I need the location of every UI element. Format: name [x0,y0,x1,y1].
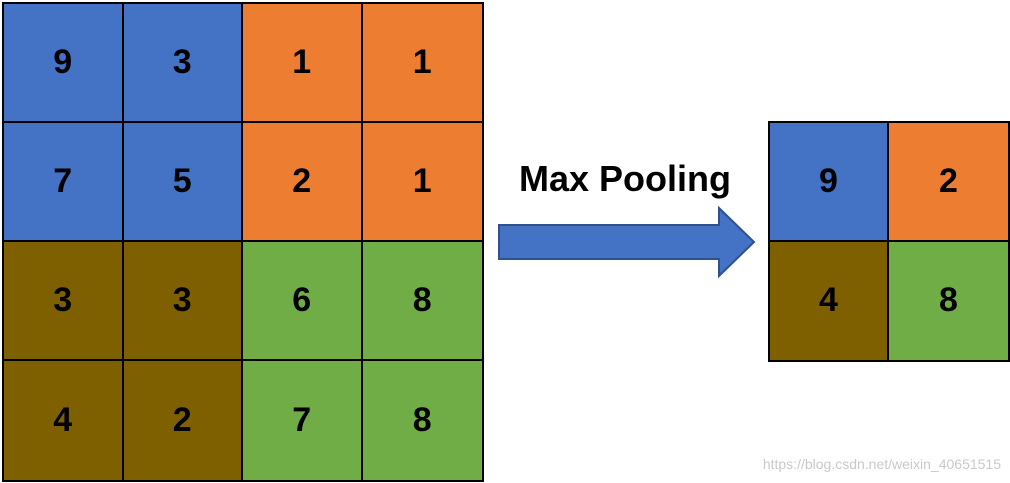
input-cell: 8 [362,242,482,361]
operation-label: Max Pooling [518,158,731,199]
input-cell: 9 [4,4,124,123]
input-cell: 3 [4,242,124,361]
input-cell: 5 [123,123,243,242]
output-cell: 8 [889,241,1008,360]
input-cell: 2 [243,123,363,242]
input-cell: 1 [362,123,482,242]
arrow-shape [498,206,756,278]
input-cell: 6 [243,242,363,361]
output-cell: 2 [889,123,1008,242]
input-cell: 4 [4,361,124,480]
input-cell: 7 [4,123,124,242]
input-cell: 1 [243,4,363,123]
input-cell: 1 [362,4,482,123]
watermark: https://blog.csdn.net/weixin_40651515 [762,456,1001,472]
input-cell: 7 [243,361,363,480]
input-cell: 3 [123,242,243,361]
input-matrix: 9 3 1 1 7 5 2 1 3 3 6 8 4 2 7 8 [2,2,484,482]
input-cell: 8 [362,361,482,480]
output-cell: 4 [770,241,889,360]
input-cell: 3 [123,4,243,123]
output-cell: 9 [770,123,889,242]
output-matrix: 9 2 4 8 [768,121,1010,362]
right-arrow-icon [498,206,756,278]
input-cell: 2 [123,361,243,480]
